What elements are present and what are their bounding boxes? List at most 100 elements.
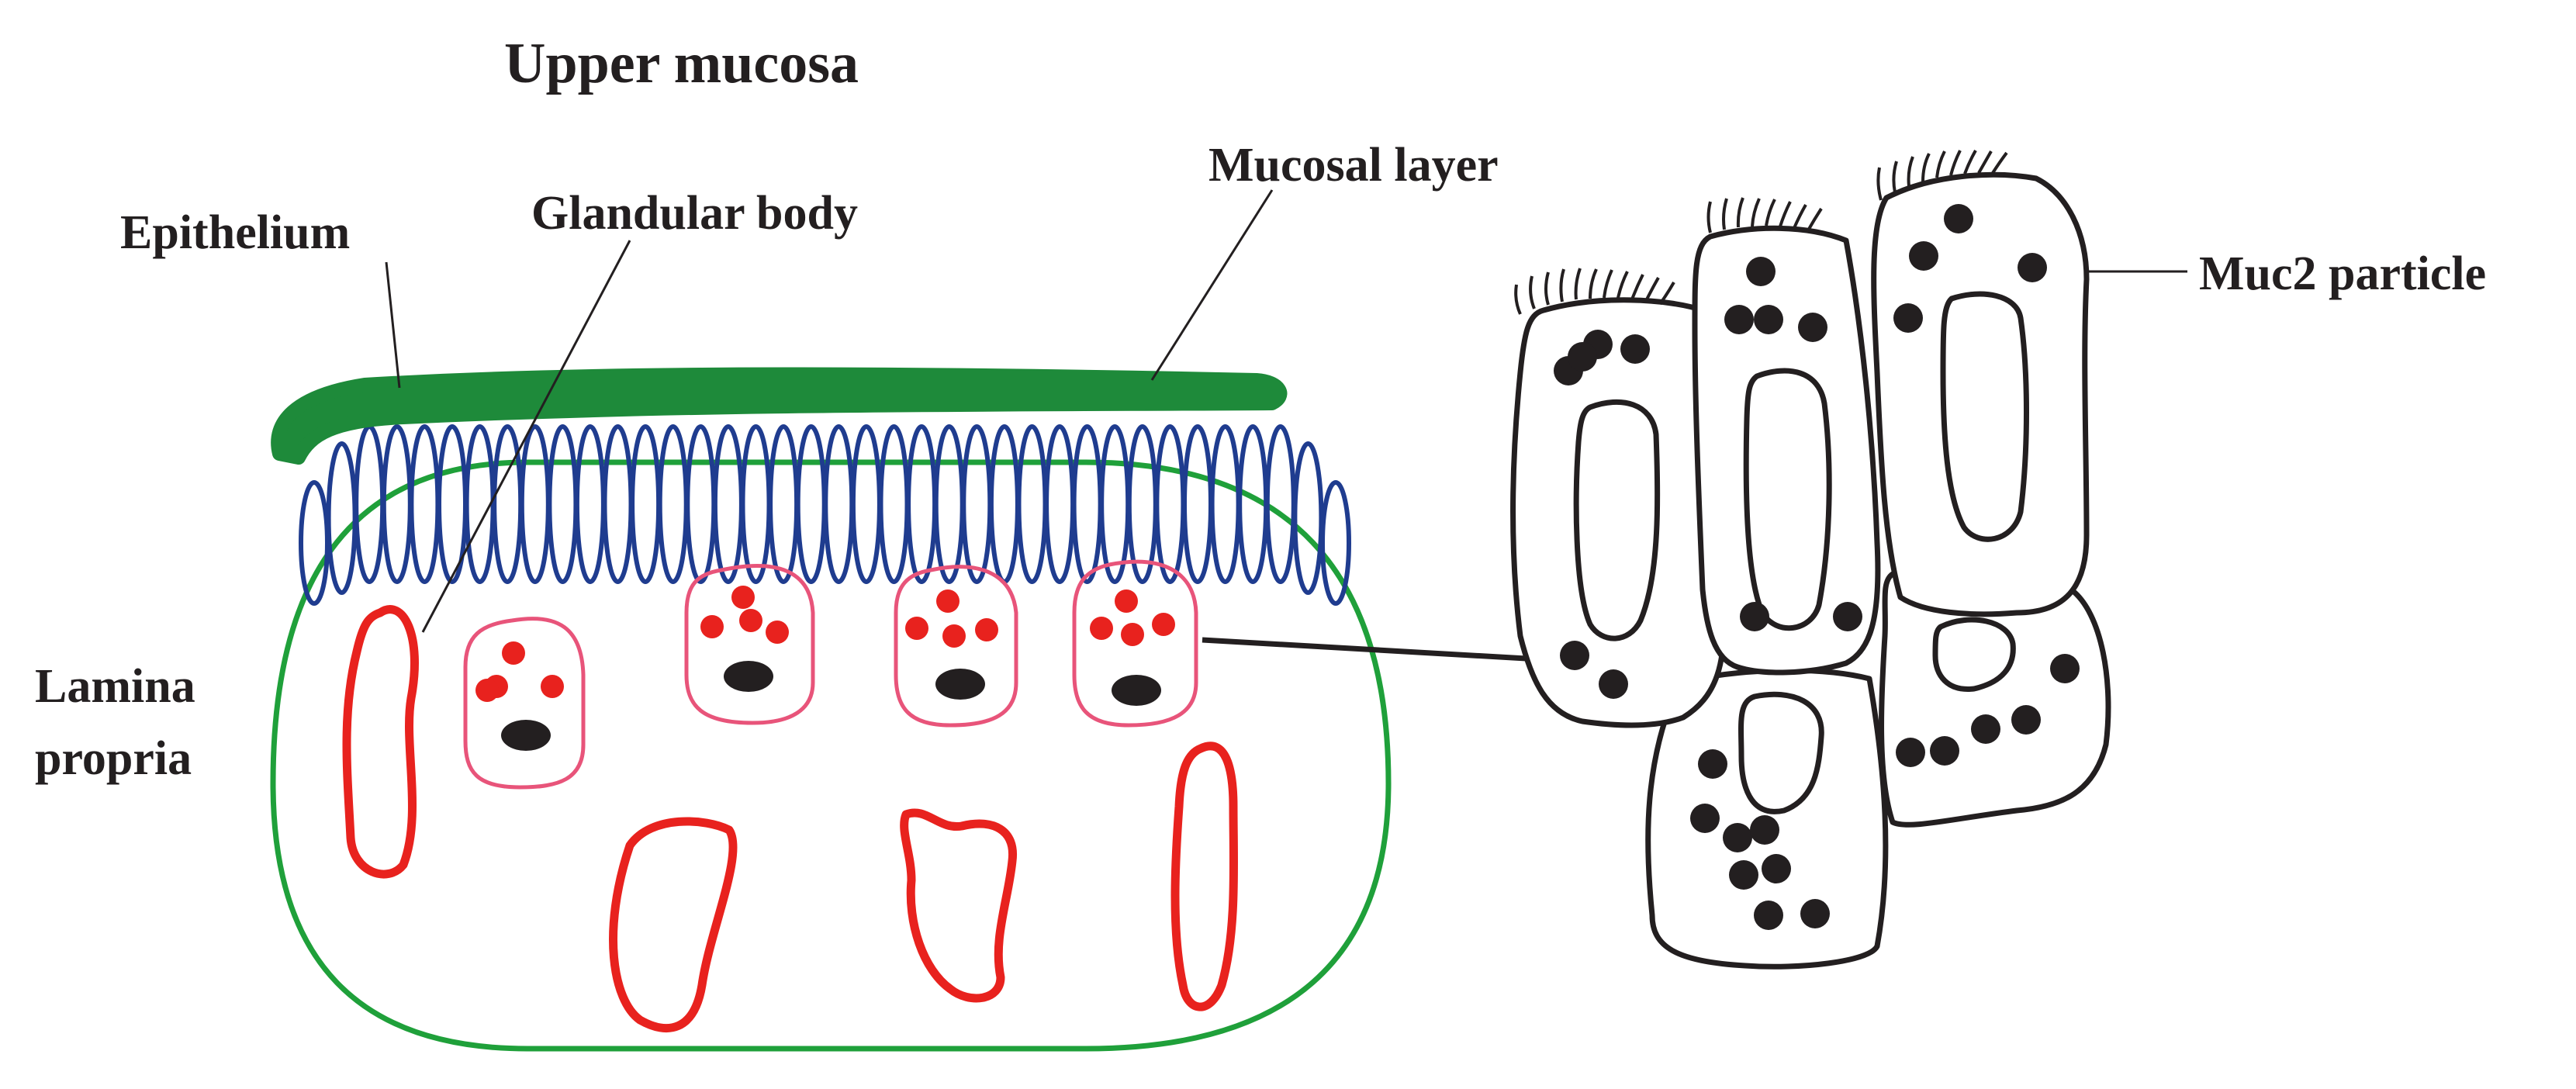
leader-mucosal-layer bbox=[1150, 189, 1274, 381]
lamina-propria-outline bbox=[270, 459, 1392, 1052]
muc2-particle bbox=[1729, 860, 1758, 890]
label-lamina: Lamina bbox=[35, 660, 195, 713]
epithelium-loop bbox=[602, 424, 634, 584]
muc2-particle bbox=[1754, 901, 1783, 930]
nucleus bbox=[501, 720, 551, 751]
cilia bbox=[1514, 150, 2008, 315]
epithelium-loop bbox=[1099, 424, 1131, 584]
epithelium-loop bbox=[712, 424, 744, 584]
red-granule bbox=[936, 589, 960, 613]
muc2-particle bbox=[1896, 738, 1925, 767]
epithelium-loop bbox=[1126, 424, 1158, 584]
nucleus bbox=[724, 661, 773, 692]
red-granule bbox=[731, 586, 755, 609]
epithelium-loop bbox=[574, 424, 606, 584]
muc2-particle bbox=[1698, 749, 1727, 779]
goblet-cell bbox=[894, 565, 1018, 728]
label-muc2-particle: Muc2 particle bbox=[2199, 247, 2486, 300]
epithelium-loop bbox=[768, 424, 800, 584]
title-upper-mucosa: Upper mucosa bbox=[504, 32, 859, 95]
epithelium-loop bbox=[409, 424, 441, 584]
epithelium-loop bbox=[464, 424, 496, 584]
goblet-cell bbox=[684, 564, 815, 725]
muc2-particle bbox=[1800, 899, 1830, 928]
goblet-cell-cluster bbox=[1510, 150, 2111, 970]
epithelium-loop bbox=[1154, 424, 1186, 584]
muc2-particle bbox=[2018, 253, 2047, 282]
muc2-particle bbox=[1893, 303, 1923, 333]
epithelium-loop bbox=[1044, 424, 1076, 584]
nucleus bbox=[935, 669, 985, 700]
red-granule bbox=[766, 621, 789, 644]
muc2-particle bbox=[1750, 815, 1779, 845]
muc2-particle bbox=[1560, 641, 1589, 670]
muc2-particle bbox=[1724, 305, 1754, 334]
epithelium-loop bbox=[878, 424, 910, 584]
goblet-cell bbox=[1072, 559, 1198, 728]
goblet-cell-enlarged bbox=[1645, 667, 1889, 970]
epithelium-loop bbox=[492, 424, 524, 584]
blood-vessel bbox=[609, 817, 738, 1033]
epithelium-loop bbox=[1071, 424, 1103, 584]
epithelium-loop bbox=[850, 424, 882, 584]
muc2-particle bbox=[2011, 705, 2041, 735]
red-granule bbox=[739, 609, 762, 632]
muc2-particle bbox=[1930, 736, 1959, 766]
label-glandular-body: Glandular body bbox=[531, 187, 858, 240]
red-granule bbox=[942, 624, 966, 648]
epithelium-loop bbox=[1016, 424, 1048, 584]
muc2-particle bbox=[1944, 204, 1973, 233]
blood-vessels bbox=[342, 605, 1239, 1033]
epithelium-loop bbox=[961, 424, 993, 584]
epithelium-loop bbox=[1182, 424, 1213, 584]
epithelium-loops bbox=[299, 424, 1351, 606]
epithelium-loop bbox=[326, 441, 358, 595]
epithelium-loop bbox=[1264, 424, 1296, 584]
epithelium-loop bbox=[1292, 441, 1324, 595]
epithelium-loop bbox=[630, 424, 662, 584]
epithelium-loop bbox=[299, 480, 330, 606]
muc2-particle bbox=[1798, 313, 1827, 342]
goblet-cells-lamina bbox=[463, 559, 1198, 790]
epithelium-loop bbox=[547, 424, 579, 584]
muc2-particle bbox=[1599, 669, 1628, 699]
epithelium-loop bbox=[823, 424, 855, 584]
label-epithelium: Epithelium bbox=[120, 206, 350, 259]
goblet-cell-enlarged bbox=[1692, 225, 1881, 676]
red-granule bbox=[475, 679, 499, 702]
epithelium-loop bbox=[740, 424, 772, 584]
muc2-particle bbox=[1620, 334, 1650, 364]
red-granule bbox=[541, 675, 564, 698]
epithelium-loop bbox=[519, 424, 551, 584]
nucleus bbox=[1112, 675, 1161, 706]
label-propria: propria bbox=[35, 732, 192, 785]
red-granule bbox=[1121, 623, 1144, 646]
label-mucosal-layer: Mucosal layer bbox=[1208, 139, 1499, 192]
connector-line bbox=[1202, 637, 1540, 662]
blood-vessel bbox=[900, 808, 1018, 1003]
epithelium-loop bbox=[988, 424, 1020, 584]
muc2-particle bbox=[1762, 854, 1791, 883]
red-granule bbox=[905, 617, 928, 640]
muc2-particle bbox=[1754, 305, 1783, 334]
muc2-particle bbox=[1971, 714, 2000, 744]
red-granule bbox=[1090, 617, 1113, 640]
red-granule bbox=[1115, 589, 1138, 613]
blood-vessel bbox=[342, 605, 419, 879]
blood-vessel bbox=[1170, 742, 1239, 1011]
epithelium-loop bbox=[381, 424, 413, 584]
leader-epithelium bbox=[385, 261, 401, 389]
muc2-particle bbox=[1690, 804, 1720, 833]
muc2-particle bbox=[1833, 602, 1862, 631]
goblet-cell bbox=[463, 617, 586, 790]
epithelium-loop bbox=[795, 424, 827, 584]
epithelium-loop bbox=[906, 424, 938, 584]
goblet-cell-enlarged bbox=[1510, 297, 1727, 728]
epithelium-loop bbox=[1209, 424, 1241, 584]
epithelium-loop bbox=[657, 424, 689, 584]
epithelium-loop bbox=[933, 424, 965, 584]
muc2-particle bbox=[1746, 257, 1776, 286]
muc2-particle bbox=[1723, 823, 1752, 852]
muc2-particle bbox=[1740, 602, 1769, 631]
